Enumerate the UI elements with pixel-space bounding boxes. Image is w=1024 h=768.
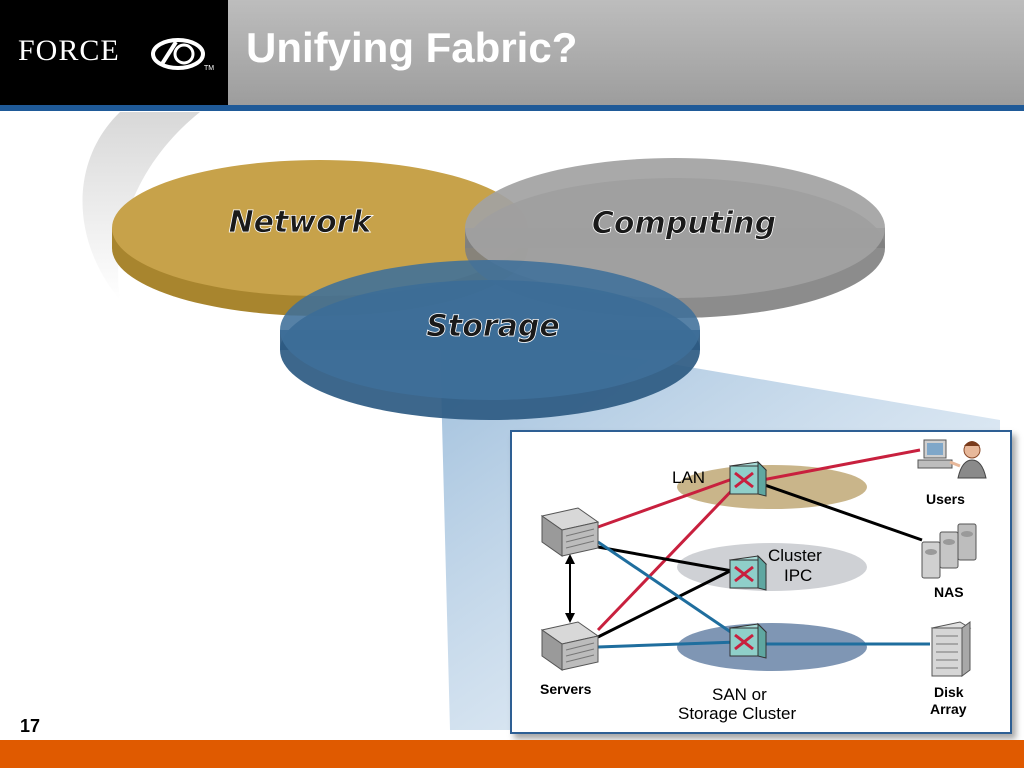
link-lan-users	[761, 448, 921, 482]
link-server1-san	[597, 540, 739, 639]
link-server1-cluster	[597, 545, 739, 574]
fabric-inset-panel: LAN Cluster IPC SAN or Storage Cluster S…	[510, 430, 1012, 734]
storage-disc	[280, 260, 700, 420]
lan-label: LAN	[672, 468, 706, 487]
venn-label-storage: Storage	[426, 309, 559, 344]
footer-bar	[0, 740, 1024, 768]
logo-area: FORCE TM	[0, 0, 228, 105]
link-server1-lan	[597, 475, 739, 529]
server-icon	[540, 621, 600, 671]
nas-label: NAS	[934, 584, 964, 600]
cluster-switch-icon	[728, 554, 768, 591]
header-divider	[0, 105, 1024, 111]
disk-array-icon	[930, 621, 972, 677]
nas-icon	[921, 523, 977, 579]
venn-diagram: Network Computing Storage	[82, 112, 1000, 730]
cluster-plane	[677, 543, 867, 591]
venn-label-computing: Computing	[592, 206, 776, 241]
san-label-line2: Storage Cluster	[678, 704, 797, 723]
servers-label: Servers	[540, 681, 592, 697]
lan-switch-icon	[728, 460, 768, 497]
disk-array-label-line2: Array	[930, 701, 967, 717]
link-server2-lan	[596, 482, 740, 632]
background-swoosh	[82, 112, 200, 300]
cluster-ipc-label-line2: IPC	[784, 566, 813, 585]
slide-title: Unifying Fabric?	[246, 24, 578, 71]
link-server2-san	[597, 640, 739, 649]
force10-logo-icon: TM	[151, 38, 214, 72]
server-icon	[540, 507, 600, 557]
link-lan-nas	[761, 482, 923, 542]
san-switch-icon	[728, 622, 768, 659]
venn-label-network: Network	[229, 205, 374, 240]
cluster-ipc-label-line1: Cluster	[768, 546, 822, 565]
fabric-network-diagram	[540, 439, 987, 677]
user-workstation-icon	[917, 439, 987, 479]
page-number: 17	[20, 716, 41, 736]
users-label: Users	[926, 491, 965, 507]
logo-text: FORCE	[18, 34, 120, 67]
disk-array-label-line1: Disk	[934, 684, 964, 700]
san-plane	[677, 623, 867, 671]
link-server2-cluster	[597, 565, 739, 639]
logo-trademark: TM	[204, 65, 214, 72]
san-label-line1: SAN or	[712, 685, 767, 704]
